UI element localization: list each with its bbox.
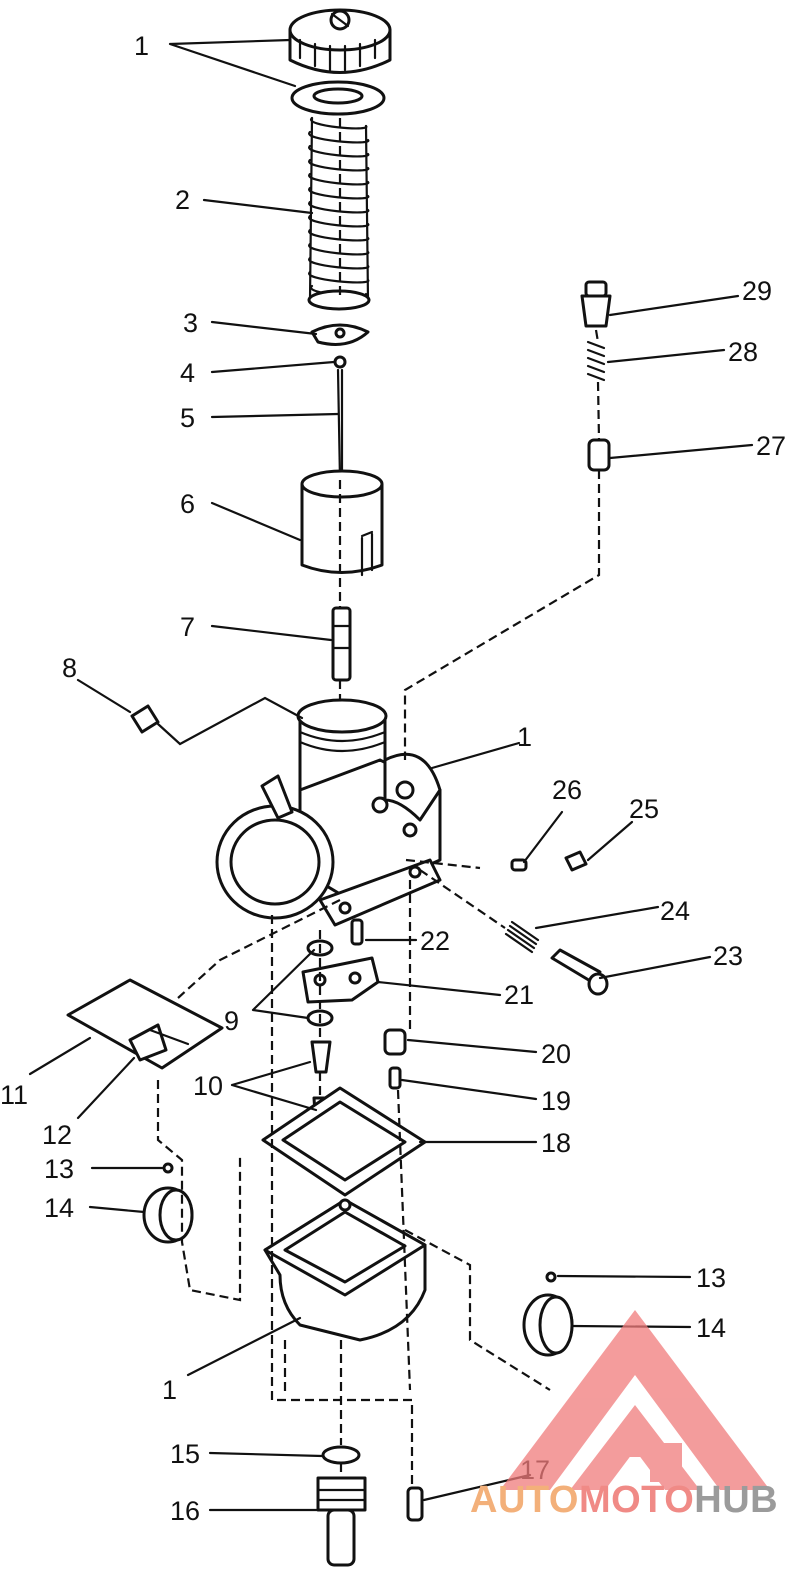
- callout-23: 23: [713, 941, 743, 971]
- part-spring-24: [504, 920, 540, 954]
- watermark-text-hub: HUB: [694, 1479, 778, 1521]
- callout-5: 5: [180, 403, 195, 433]
- part-drain-plug-16: [316, 1476, 367, 1567]
- callout-11: 11: [0, 1080, 28, 1110]
- part-screw-19: [388, 1066, 402, 1090]
- part-float-left: [142, 1162, 194, 1244]
- part-screw-17: [406, 1486, 424, 1522]
- part-needle-clip-plate: [310, 323, 370, 346]
- callout-3: 3: [183, 308, 198, 338]
- callout-24: 24: [660, 896, 690, 926]
- callout-7: 7: [180, 612, 195, 642]
- automotohub-watermark: AUTOMOTOHUB: [470, 1310, 778, 1521]
- part-spring-28: [586, 340, 606, 382]
- callout-22: 22: [420, 926, 450, 956]
- part-plate-21: [301, 956, 380, 1004]
- part-carburetor-body: [215, 698, 442, 927]
- part-idle-screw-23: [550, 948, 609, 996]
- triangle-a-logo-icon: [500, 1310, 770, 1490]
- part-washer-15: [321, 1445, 361, 1465]
- callout-14-right: 14: [696, 1313, 726, 1343]
- callout-1-cap: 1: [134, 31, 149, 61]
- part-spring: [307, 116, 371, 311]
- callout-1-bowl: 1: [162, 1375, 177, 1405]
- callout-18: 18: [541, 1128, 571, 1158]
- callout-13-left: 13: [44, 1154, 74, 1184]
- part-screw-22: [350, 918, 364, 946]
- part-cap-washer: [290, 80, 386, 116]
- part-float-right: [522, 1271, 574, 1357]
- part-e-clip: [333, 355, 347, 369]
- callout-9: 9: [224, 1006, 239, 1036]
- callout-4: 4: [180, 358, 195, 388]
- part-needle-jet: [331, 606, 352, 682]
- part-float-bowl: [263, 1198, 427, 1342]
- part-throttle-slide: [300, 469, 384, 577]
- part-plunger-27: [587, 438, 611, 472]
- callout-15: 15: [170, 1439, 200, 1469]
- callout-14-left: 14: [44, 1193, 74, 1223]
- watermark-text-moto: MOTO: [579, 1479, 694, 1521]
- callout-16: 16: [170, 1496, 200, 1526]
- callout-19: 19: [541, 1086, 571, 1116]
- part-o-ring-26: [510, 858, 528, 872]
- callout-1-body: 1: [517, 722, 532, 752]
- callout-12: 12: [42, 1120, 72, 1150]
- callout-10: 10: [193, 1071, 223, 1101]
- callout-27: 27: [756, 431, 786, 461]
- part-screw-25: [564, 850, 588, 872]
- callout-29: 29: [742, 276, 772, 306]
- callout-numbers: 1 1 2 3 4 5 6 7 8 1 26 25 24 23 22 21 9 …: [0, 31, 786, 1526]
- part-jet-needle: [336, 368, 344, 482]
- callout-20: 20: [541, 1039, 571, 1069]
- callout-21: 21: [504, 980, 534, 1010]
- callout-6: 6: [180, 489, 195, 519]
- callout-26: 26: [552, 775, 582, 805]
- part-top-cap: [288, 8, 392, 74]
- part-float-arm-plate: [66, 978, 224, 1070]
- watermark-text-auto: AUTO: [470, 1479, 579, 1521]
- part-cap-20: [383, 1028, 407, 1056]
- callout-25: 25: [629, 794, 659, 824]
- part-float-arm-pivot: [128, 1023, 190, 1062]
- part-fitting-29: [580, 280, 612, 328]
- callout-13-right: 13: [696, 1263, 726, 1293]
- callout-28: 28: [728, 337, 758, 367]
- part-pilot-plug: [130, 704, 160, 734]
- callout-2: 2: [175, 185, 190, 215]
- assembly-lines: [156, 118, 601, 1488]
- watermark-text: AUTOMOTOHUB: [470, 1479, 778, 1521]
- callout-8: 8: [62, 653, 77, 683]
